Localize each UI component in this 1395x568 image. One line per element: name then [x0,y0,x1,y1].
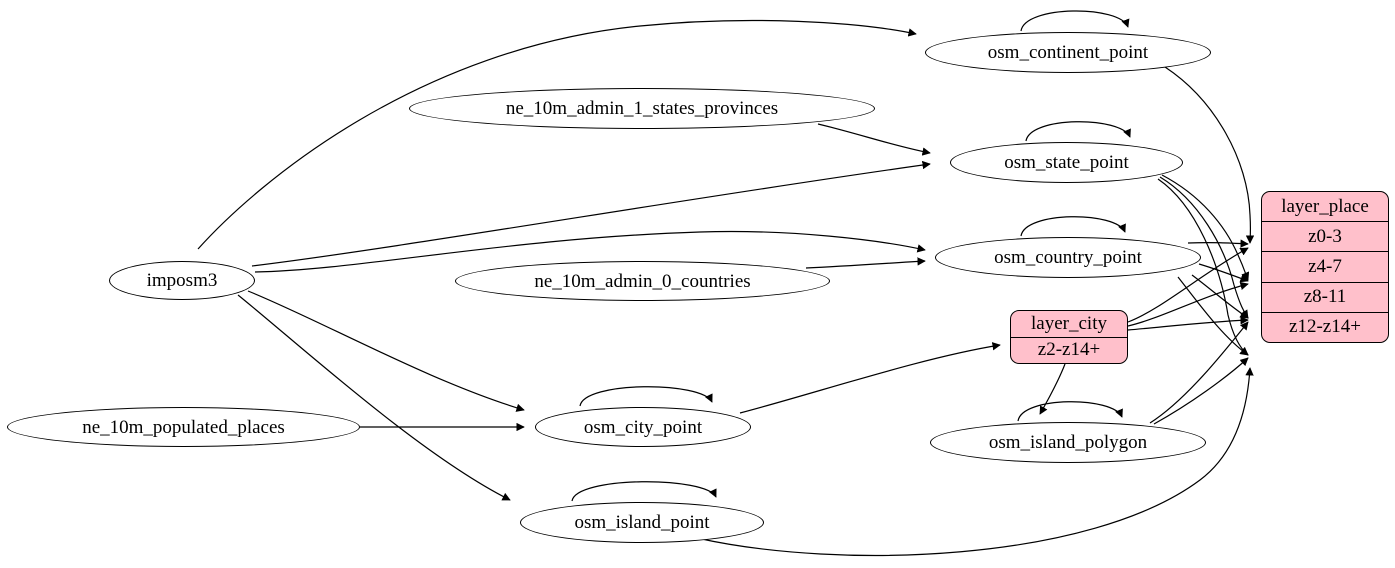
self-loop-osm_country_point [1020,216,1126,237]
node-osm-island-polygon[interactable]: osm_island_polygon [930,422,1206,463]
edge-osm_country_point-to-layer_place-z0-3 [1187,239,1249,248]
edge-imposm3-to-osm_city_point [247,290,525,412]
edge-imposm3-to-osm_island_point [237,294,511,501]
node-label: imposm3 [146,270,218,291]
node-osm-city-point[interactable]: osm_city_point [535,407,751,447]
edge-osm_country_point-to-layer_place-z8-11 [1191,274,1249,319]
edge-osm_state_point-to-layer_place-z4-7 [1161,174,1250,281]
layer-place-row-z8-11[interactable]: z8-11 [1262,281,1388,312]
layer-place-row-z0-3[interactable]: z0-3 [1262,221,1388,251]
edge-osm_country_point-to-layer_place-z12-z14+ [1177,276,1249,356]
edge-osm_island_point-to-layer_place-z12-z14+ [696,367,1254,557]
node-ne-10m-populated-places[interactable]: ne_10m_populated_places [7,407,360,447]
node-layer-place[interactable]: layer_place z0-3 z4-7 z8-11 z12-z14+ [1261,191,1389,343]
edge-osm_island_polygon-to-layer_place-z12-z14+ [1153,357,1249,425]
node-layer-city[interactable]: layer_city z2-z14+ [1010,310,1128,364]
node-label: osm_continent_point [987,42,1149,63]
edge-osm_state_point-to-layer_place-z12-z14+ [1157,178,1249,356]
node-label: ne_10m_admin_0_countries [534,270,751,292]
edge-layer_city-to-layer_place-z0-3 [1127,247,1249,323]
layer-place-row-z4-7[interactable]: z4-7 [1262,251,1388,281]
node-osm-continent-point[interactable]: osm_continent_point [925,32,1211,73]
layer-city-row-z2-z14plus[interactable]: z2-z14+ [1011,336,1127,364]
edge-osm_island_polygon-to-layer_place-z8-11 [1149,321,1249,424]
self-loop-osm_city_point-2 [579,386,713,407]
self-loop-osm_state_point [1025,121,1131,142]
edge-layer_city-to-layer_place-z4-7 [1127,281,1249,327]
layer-place-row-z12-z14plus[interactable]: z12-z14+ [1262,311,1388,342]
self-loop-osm_island_polygon [1017,401,1123,422]
edge-osm_city_point-to-layer_city-z2-z14+ [739,342,1001,414]
node-label: ne_10m_populated_places [82,416,285,438]
node-osm-state-point[interactable]: osm_state_point [950,142,1183,183]
edge-ne_10m_admin_1_states_provinces-to-osm_state_point [817,123,931,156]
edge-imposm3-to-osm_continent_point [197,19,917,250]
node-osm-island-point[interactable]: osm_island_point [520,502,764,543]
node-label: osm_island_point [574,512,710,533]
edge-ne_10m_admin_0_countries-to-osm_country_point [805,257,926,269]
edge-layer_city-to-osm_island_polygon [1039,363,1066,415]
edge-osm_country_point-to-layer_place-z4-7 [1198,263,1249,283]
layer-city-header: layer_city [1031,312,1107,334]
node-label: osm_country_point [994,247,1142,268]
node-imposm3[interactable]: imposm3 [109,261,255,300]
node-label: osm_city_point [583,416,703,438]
layer-place-header: layer_place [1281,195,1369,217]
node-ne-10m-admin-1-states-provinces[interactable]: ne_10m_admin_1_states_provinces [409,88,875,129]
node-ne-10m-admin-0-countries[interactable]: ne_10m_admin_0_countries [455,261,830,301]
edge-imposm3-to-osm_country_point [254,230,926,273]
node-label: osm_state_point [1004,152,1129,173]
node-osm-country-point[interactable]: osm_country_point [935,237,1201,278]
node-label: osm_island_polygon [988,432,1148,453]
edge-imposm3-to-osm_state_point [251,160,931,267]
node-label: ne_10m_admin_1_states_provinces [505,98,779,119]
self-loop-osm_continent_point [1020,10,1130,32]
self-loop-osm_island_point [571,481,717,502]
edge-osm_continent_point-to-layer_place-z0-3 [1164,66,1255,244]
edge-layer_city-to-layer_place-z8-11 [1127,316,1249,331]
